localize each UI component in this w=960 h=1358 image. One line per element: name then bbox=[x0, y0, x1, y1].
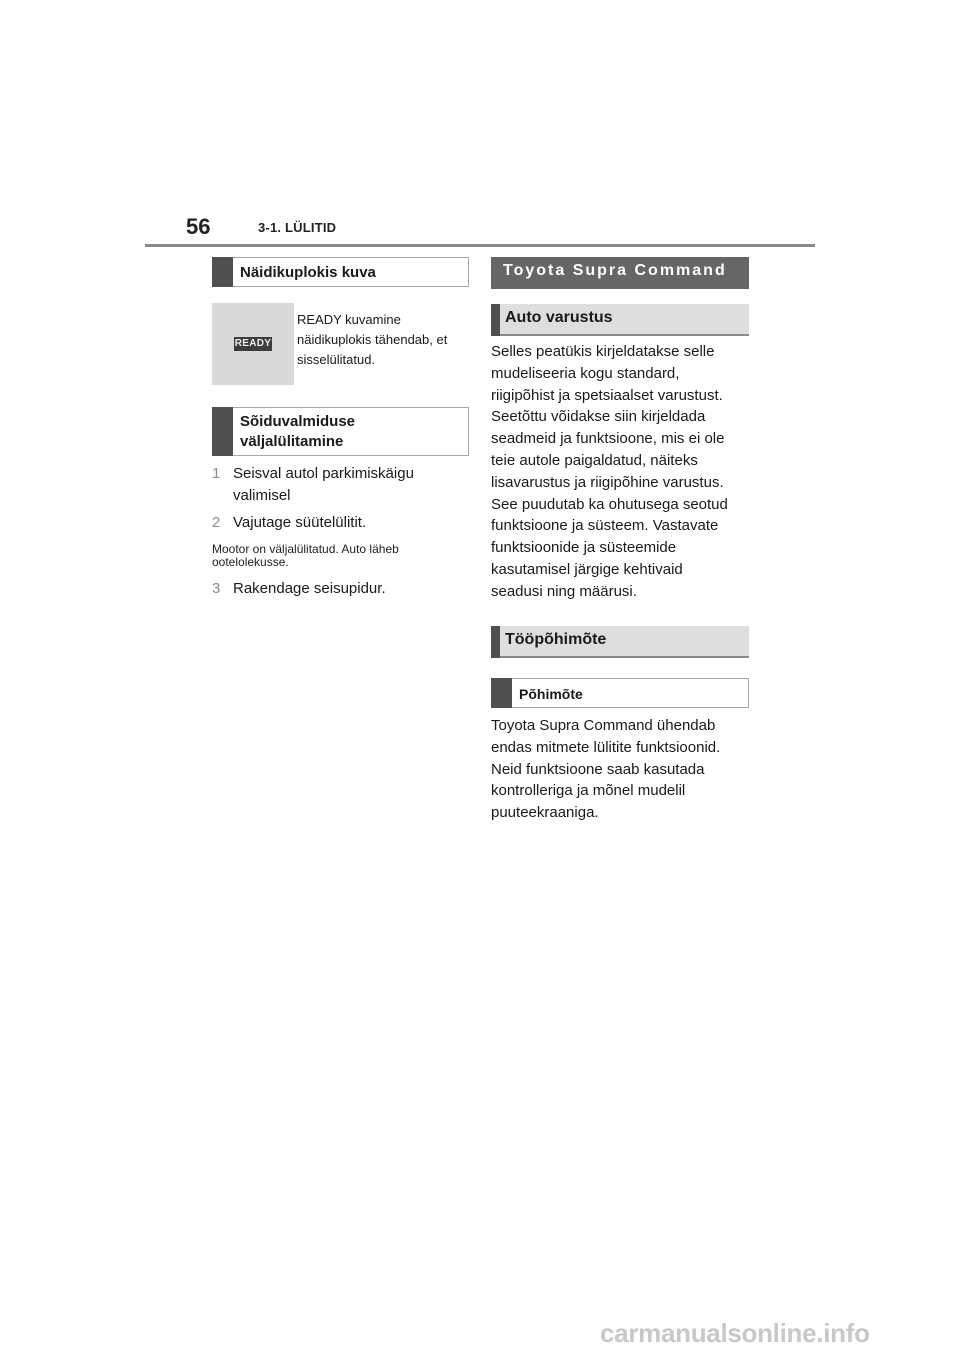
ready-indicator-image: READY bbox=[212, 303, 294, 385]
chapter-title-bar: Toyota Supra Command bbox=[491, 257, 749, 289]
page-number: 56 bbox=[186, 214, 211, 239]
text-line: seadusi ning määrusi. bbox=[491, 582, 637, 600]
text-line: Selles peatükis kirjeldatakse selle bbox=[491, 343, 715, 360]
switchoff-heading-box: Sõiduvalmiduse väljalülitamine bbox=[212, 407, 469, 456]
text-line: kontrolleriga ja mõnel mudelil bbox=[491, 782, 686, 800]
text-line: mudeliseeria kogu standard, bbox=[491, 364, 680, 382]
equipment-paragraph: Selles peatükis kirjeldatakse selle mude… bbox=[491, 341, 753, 603]
heading-bar bbox=[212, 407, 233, 456]
principle-sub-heading: Põhimõte bbox=[519, 686, 583, 702]
watermark: carmanualsonline.info bbox=[600, 1318, 870, 1348]
step-3: 3 Rakendage seisupidur. bbox=[212, 578, 472, 600]
step-text: Vajutage süütelülitit. bbox=[233, 514, 367, 531]
step-text: Seisval autol parkimiskäigu bbox=[233, 465, 414, 482]
equipment-heading: Auto varustus bbox=[505, 309, 613, 326]
text-line: seadmeid ja funktsioone, mis ei ole bbox=[491, 430, 725, 448]
text-line: lisavarustus ja riigipõhine varustus. bbox=[491, 473, 724, 491]
text-line: kasutamisel järgige kehtivaid bbox=[491, 560, 683, 578]
step-1: 1 Seisval autol parkimiskäigu valimisel bbox=[212, 463, 472, 507]
heading-bar bbox=[212, 257, 233, 287]
display-heading-box: Näidikuplokis kuva bbox=[212, 257, 469, 287]
principle-heading-box: Tööpõhimõte bbox=[491, 626, 749, 658]
header-rule bbox=[145, 244, 815, 247]
step-number: 1 bbox=[212, 465, 221, 482]
chapter-title: Toyota Supra Command bbox=[503, 262, 727, 279]
text-line: Seetõttu võidakse siin kirjeldada bbox=[491, 408, 706, 426]
text-line: funktsioonide ja süsteemide bbox=[491, 539, 677, 557]
step-text: Rakendage seisupidur. bbox=[233, 580, 386, 597]
text-line: See puudutab ka ohutusega seotud bbox=[491, 495, 728, 513]
heading-bar bbox=[491, 678, 512, 708]
ready-badge: READY bbox=[234, 337, 272, 351]
switchoff-heading: Sõiduvalmiduse väljalülitamine bbox=[240, 413, 356, 450]
text-line: Neid funktsioone saab kasutada bbox=[491, 760, 705, 778]
text-line: teie autole paigaldatud, näiteks bbox=[491, 451, 698, 469]
text-line: funktsioone ja süsteem. Vastavate bbox=[491, 517, 719, 535]
heading-bar bbox=[491, 304, 500, 336]
text-line: riigipõhist ja spetsiaalset varustust. bbox=[491, 386, 723, 404]
equipment-heading-box: Auto varustus bbox=[491, 304, 749, 336]
principle-heading: Tööpõhimõte bbox=[505, 631, 607, 648]
text-line: endas mitmete lülitite funktsioonid. bbox=[491, 738, 721, 756]
display-heading: Näidikuplokis kuva bbox=[240, 264, 376, 281]
text-line: puuteekraaniga. bbox=[491, 804, 599, 822]
heading-bar bbox=[491, 626, 500, 658]
step-number: 3 bbox=[212, 580, 221, 597]
step-text-continued: valimisel bbox=[233, 487, 291, 504]
principle-paragraph: Toyota Supra Command ühendab endas mitme… bbox=[491, 715, 753, 824]
section-label: 3-1. LÜLITID bbox=[258, 220, 337, 235]
step-number: 2 bbox=[212, 514, 221, 531]
ready-caption: READY kuvamine näidikuplokis tähendab, e… bbox=[297, 312, 448, 367]
engine-note: Mootor on väljalülitatud. Auto läheb oot… bbox=[212, 542, 399, 569]
text-line: Toyota Supra Command ühendab bbox=[491, 717, 716, 734]
step-2: 2 Vajutage süütelülitit. bbox=[212, 512, 472, 534]
principle-sub-heading-box: Põhimõte bbox=[491, 678, 749, 708]
